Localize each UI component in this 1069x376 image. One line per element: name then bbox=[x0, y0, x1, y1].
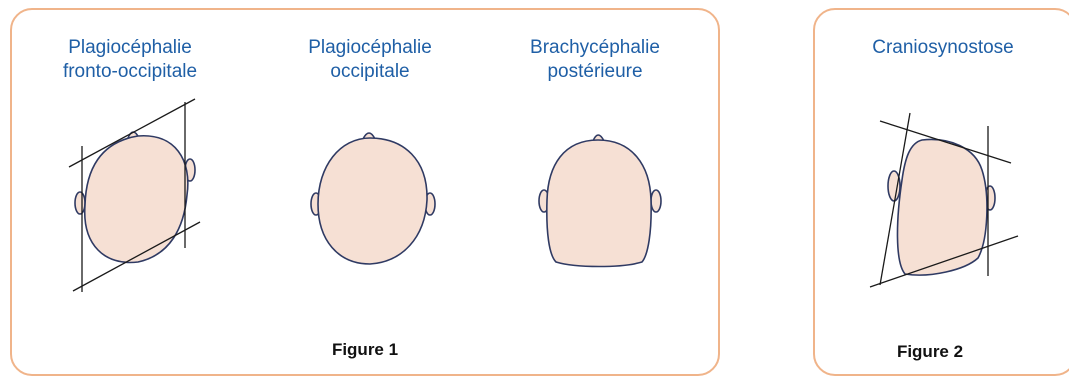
ear-left bbox=[888, 171, 900, 201]
ear-right bbox=[651, 190, 661, 212]
skull-outline bbox=[897, 140, 986, 276]
skull-outline bbox=[85, 136, 188, 263]
skull-outline bbox=[547, 140, 651, 267]
head-plagiocephalie-occipitale bbox=[311, 133, 435, 264]
head-craniosynostose bbox=[888, 140, 995, 276]
head-plagiocephalie-fronto-occipitale bbox=[75, 132, 195, 262]
head-brachycephalie-posterieure bbox=[539, 135, 661, 267]
ear-left bbox=[75, 192, 85, 214]
skull-outline bbox=[318, 138, 427, 264]
